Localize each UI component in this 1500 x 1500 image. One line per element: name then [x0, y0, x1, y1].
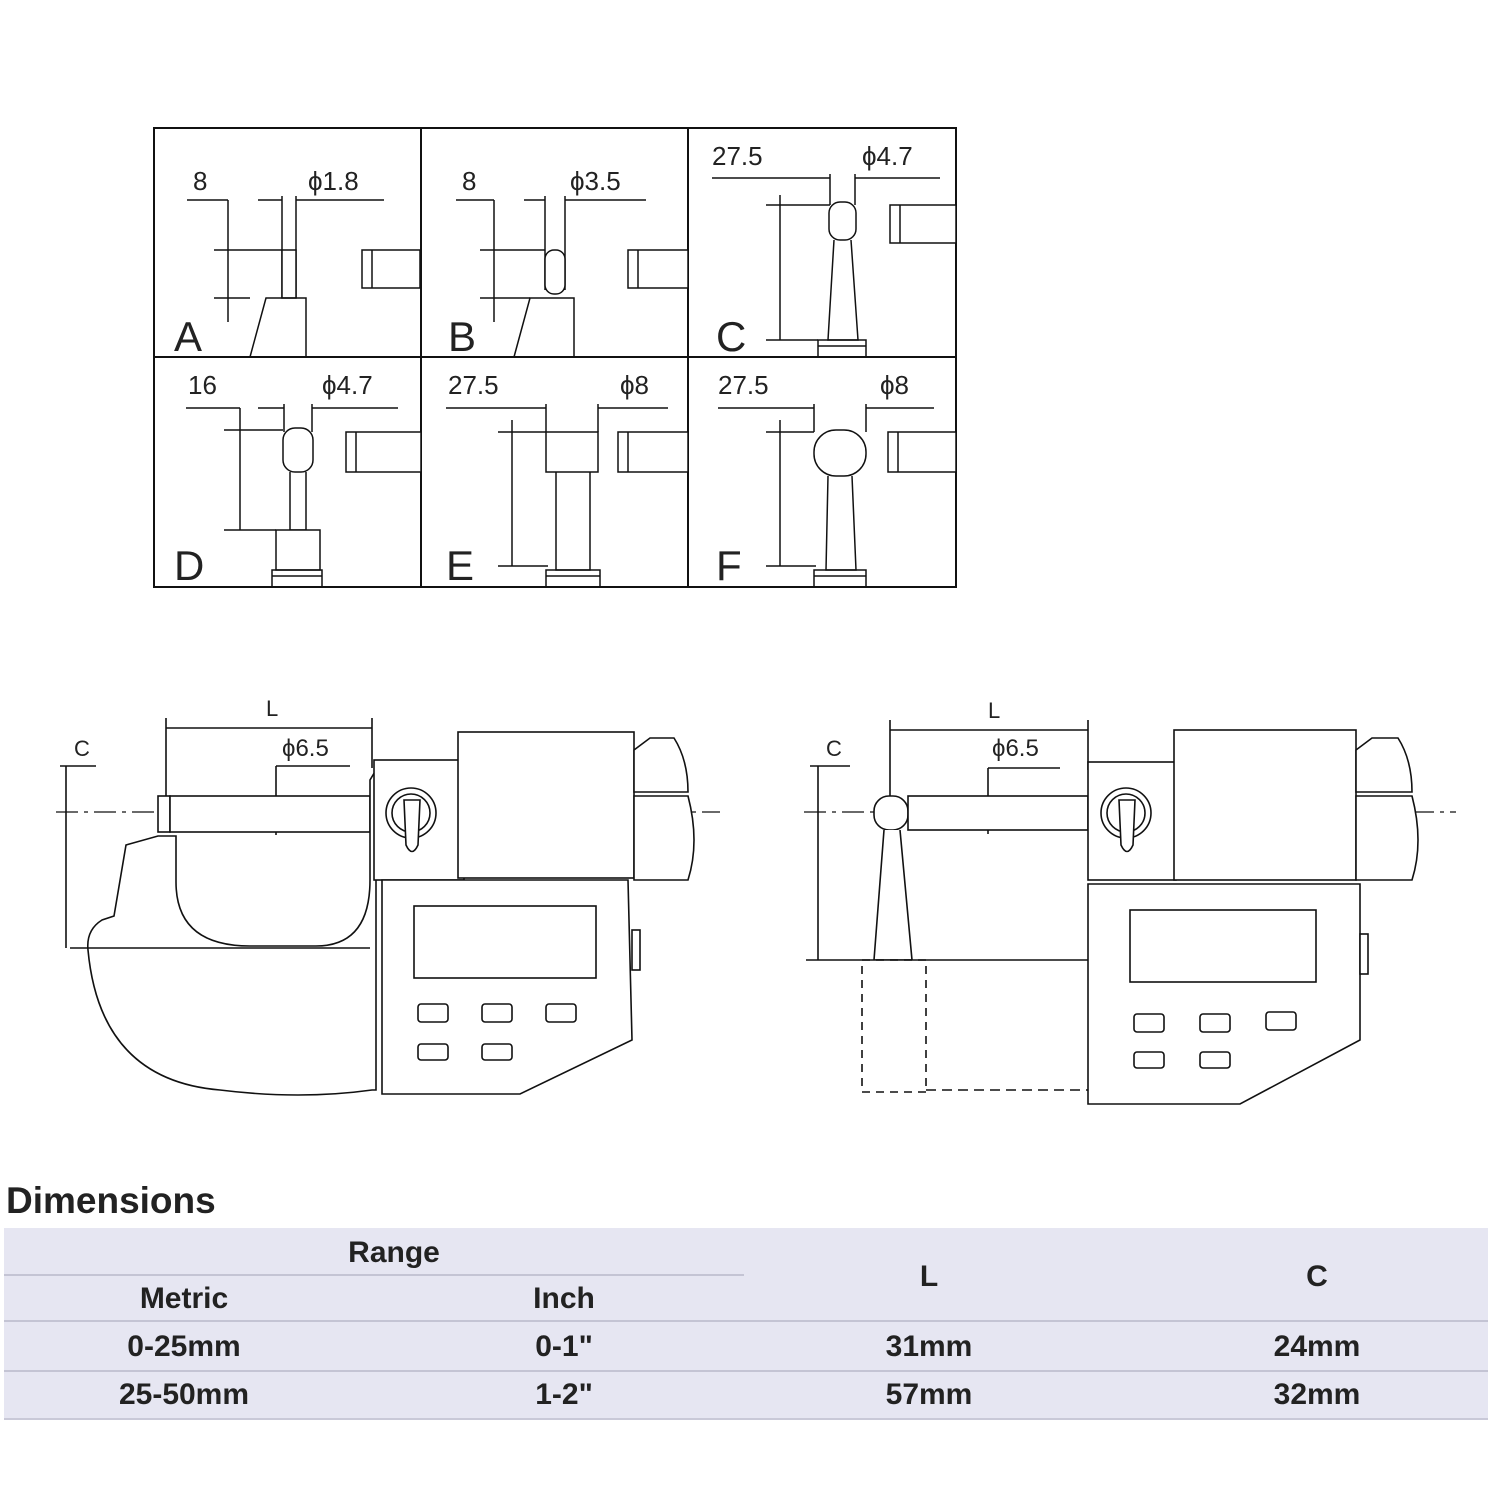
panel-c-letter: C: [716, 313, 746, 360]
micrometer-left-c-label: C: [74, 736, 90, 761]
row-2-inch: 1-2": [535, 1378, 593, 1411]
header-inch: Inch: [533, 1282, 595, 1315]
header-range: Range: [348, 1236, 440, 1269]
row-2-l: 57mm: [885, 1378, 973, 1411]
row-1-c: 24mm: [1273, 1330, 1361, 1363]
panel-d: D 16 ϕ4.7: [174, 370, 422, 589]
panel-e: E 27.5 ϕ8: [446, 370, 689, 589]
panel-b-diameter: ϕ3.5: [570, 166, 621, 196]
header-c: C: [1306, 1260, 1328, 1293]
panel-e-diameter: ϕ8: [620, 370, 649, 400]
dimensions-table: Range Metric Inch L C 0-25mm 0-1" 31mm 2…: [4, 1228, 1488, 1420]
range-divider: [4, 1274, 744, 1276]
header-metric: Metric: [139, 1282, 229, 1315]
panel-f: F 27.5 ϕ8: [716, 370, 957, 589]
micrometer-left-spindle-label: ϕ6.5: [282, 735, 329, 762]
micrometer-right-c-label: C: [826, 736, 842, 761]
panel-e-height: 27.5: [448, 370, 499, 400]
panel-a-height: 8: [193, 166, 207, 196]
panel-e-letter: E: [446, 542, 474, 589]
anvil-panels-diagram: A 8 ϕ1.8 B 8 ϕ3.5: [153, 127, 957, 589]
panel-d-height: 16: [188, 370, 217, 400]
panel-a: A 8 ϕ1.8: [174, 166, 421, 360]
panel-f-height: 27.5: [718, 370, 769, 400]
micrometer-right-spindle-label: ϕ6.5: [992, 735, 1039, 762]
row-divider: [4, 1370, 1488, 1372]
panel-a-letter: A: [174, 313, 202, 360]
panel-d-diameter: ϕ4.7: [322, 370, 373, 400]
panel-c: C 27.5 ϕ4.7: [712, 141, 957, 360]
header-l: L: [919, 1260, 939, 1293]
panel-f-letter: F: [716, 542, 742, 589]
header-divider: [4, 1320, 1488, 1322]
row-1-l: 31mm: [885, 1330, 973, 1363]
row-1-metric: 0-25mm: [127, 1330, 241, 1363]
dimensions-title: Dimensions: [6, 1180, 216, 1221]
panel-c-diameter: ϕ4.7: [862, 141, 913, 171]
micrometer-drawings: L C ϕ6.5 L C ϕ6.5: [56, 696, 1456, 1105]
panel-c-height: 27.5: [712, 141, 763, 171]
row-2-metric: 25-50mm: [118, 1378, 250, 1411]
micrometer-left-length-label: L: [266, 696, 278, 721]
row-2-c: 32mm: [1273, 1378, 1361, 1411]
micrometer-left: L C ϕ6.5: [56, 696, 720, 1096]
panel-b: B 8 ϕ3.5: [448, 166, 689, 360]
micrometer-right-length-label: L: [988, 698, 1000, 723]
panel-b-letter: B: [448, 313, 476, 360]
micrometer-right: L C ϕ6.5: [804, 698, 1456, 1105]
panel-a-diameter: ϕ1.8: [308, 166, 359, 196]
row-1-inch: 0-1": [535, 1330, 593, 1363]
panel-d-letter: D: [174, 542, 204, 589]
panel-b-height: 8: [462, 166, 476, 196]
panel-f-diameter: ϕ8: [880, 370, 909, 400]
